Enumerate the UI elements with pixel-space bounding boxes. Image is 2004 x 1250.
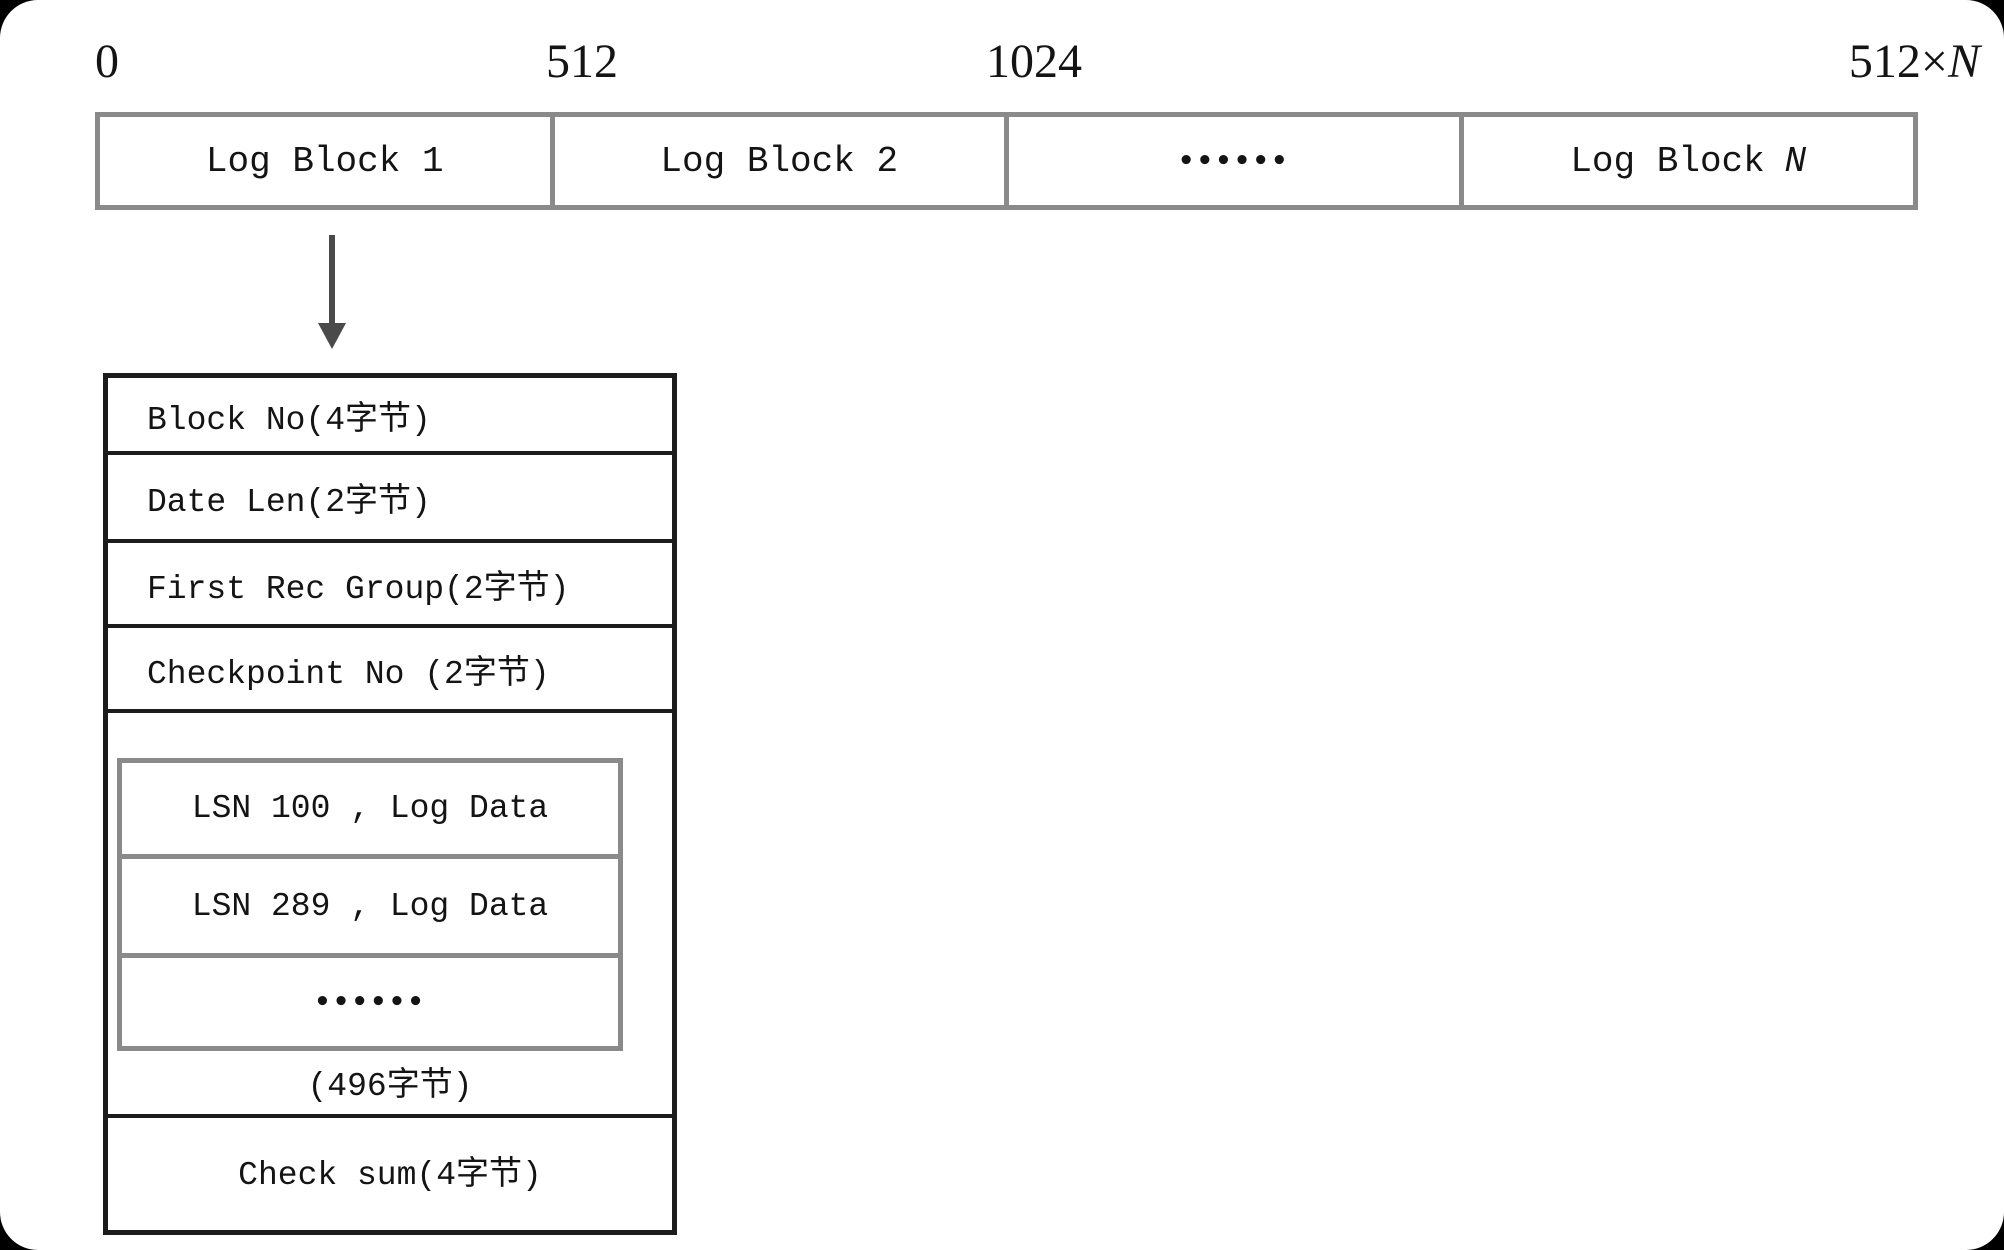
log-record-ellipsis-dots: •••••• [314,987,426,1017]
down-arrow [318,235,346,349]
offset-label-512xN-text: 512× [1848,35,1948,88]
down-arrow-shaft [329,235,335,325]
offset-label-0: 0 [95,35,119,88]
log-record-lsn-289: LSN 289 , Log Data [191,887,549,925]
field-row-block-no: Block No(4字节) [108,378,672,455]
log-blocks-strip: Log Block 1 Log Block 2 •••••• Log Block… [95,112,1918,210]
log-block-1-label: Log Block 1 [205,140,444,182]
field-row-check-sum-label: Check sum(4字节) [238,1157,542,1194]
log-block-1-cell: Log Block 1 [100,117,550,205]
field-row-checkpoint-no: Checkpoint No (2字节) [108,628,672,713]
log-block-n-label: Log Block [1570,140,1765,182]
log-record-row: •••••• [122,958,618,1046]
log-block-detail-box: Block No(4字节) Date Len(2字节) First Rec Gr… [103,373,677,1235]
offset-label-1024: 1024 [986,35,1082,88]
field-row-checkpoint-no-label: Checkpoint No (2字节) [147,655,550,693]
log-body-size-caption: (496字节) [307,1068,473,1105]
field-row-first-rec-group: First Rec Group(2字节) [108,543,672,628]
log-block-2-label: Log Block 2 [660,140,899,182]
log-record-row: LSN 289 , Log Data [122,859,618,958]
field-row-first-rec-group-label: First Rec Group(2字节) [147,570,570,608]
offset-label-512: 512 [546,35,618,88]
offset-label-512xN-italic-n: N [1947,35,1980,88]
field-row-data-len-label: Date Len(2字节) [147,484,431,521]
log-body-section: LSN 100 , Log Data LSN 289 , Log Data ••… [108,713,672,1118]
log-block-n-cell: Log Block N [1458,117,1914,205]
log-block-ellipsis-cell: •••••• [1004,117,1459,205]
log-record-lsn-100: LSN 100 , Log Data [191,790,549,827]
field-row-data-len: Date Len(2字节) [108,455,672,543]
field-row-check-sum: Check sum(4字节) [108,1118,672,1230]
log-record-row: LSN 100 , Log Data [122,763,618,859]
log-block-2-cell: Log Block 2 [549,117,1005,205]
down-arrow-head [318,323,346,349]
offset-label-512xN: 512×N [1849,36,1980,88]
field-row-block-no-label: Block No(4字节) [147,401,431,439]
log-records-box: LSN 100 , Log Data LSN 289 , Log Data ••… [117,758,623,1051]
log-block-n-italic-n: N [1784,140,1807,182]
ellipsis-dots: •••••• [1177,146,1290,176]
